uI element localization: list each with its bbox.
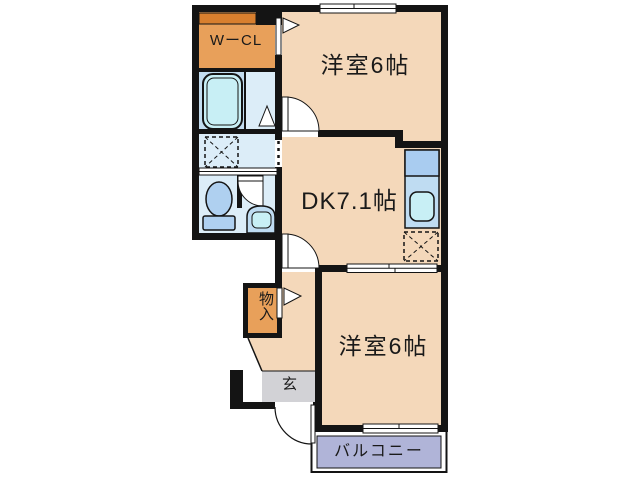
walk-in-closet-details xyxy=(198,5,301,56)
entrance-genkan-floor xyxy=(262,371,317,402)
washroom-door-leaf xyxy=(237,175,264,182)
bedroom-bottom-label: 洋室6帖 xyxy=(338,333,429,359)
washing-machine-space-icon xyxy=(204,136,239,168)
wall-porch-side xyxy=(230,370,243,407)
wall-left xyxy=(192,5,199,240)
kitchen-sink xyxy=(409,191,435,222)
bedroom-top-door-swing xyxy=(284,96,320,132)
storage-door-opening xyxy=(276,287,283,319)
dining-kitchen-label: DK7.1帖 xyxy=(301,188,398,215)
dk-door-swing xyxy=(284,233,320,269)
laundry-folding-opening xyxy=(275,140,282,167)
refrigerator-cross-2 xyxy=(403,231,439,262)
bedroom-top-door-leaf xyxy=(281,96,289,132)
hallway-floor xyxy=(282,272,315,371)
wall-bedroombottom-left xyxy=(315,265,322,432)
kitchen-cooktop xyxy=(404,149,440,177)
wall-dk-bottom-left xyxy=(318,265,347,272)
hallway-corner-edge xyxy=(247,337,263,372)
wall-storage-right-stub2 xyxy=(277,317,282,338)
bathtub-inner-line xyxy=(206,77,239,126)
toilet-tank xyxy=(202,215,236,231)
windows xyxy=(319,3,439,434)
wall-bedroombottom-bottom1 xyxy=(315,425,363,432)
entrance-label: 玄 xyxy=(281,376,297,393)
bedroom-top-label: 洋室6帖 xyxy=(320,52,411,78)
kitchen-fixtures xyxy=(403,149,440,262)
bedroom-bottom-floor xyxy=(322,272,441,425)
wall-mid-seg3 xyxy=(275,167,282,288)
washbasin-bowl xyxy=(251,211,272,229)
balcony-label: バルコニー xyxy=(334,443,424,460)
wall-storage-left xyxy=(243,283,248,338)
balcony-deck xyxy=(316,435,442,469)
wall-mid-seg2 xyxy=(275,55,282,140)
wall-storage-right-stub1 xyxy=(277,283,282,289)
wall-dk-bottom-right xyxy=(437,265,448,272)
storage-closet-floor xyxy=(248,288,277,333)
wall-frontdoor-stub xyxy=(313,402,322,409)
wall-wcl-bath xyxy=(199,68,275,72)
wall-kitchen-top xyxy=(395,141,448,148)
wcl-door-opening xyxy=(275,17,282,56)
kitchen-notch-floor xyxy=(398,130,441,138)
front-door-swing xyxy=(274,406,313,445)
doors xyxy=(274,96,320,445)
wall-bath-divider xyxy=(244,70,246,129)
wcl-door-marker-icon xyxy=(282,17,301,34)
balcony-area xyxy=(310,429,448,473)
storage-door-marker-icon xyxy=(283,287,303,306)
storage-label: 物入 xyxy=(257,291,274,321)
wall-bedroomtop-bottom xyxy=(318,130,398,137)
wall-bedroombottom-bottom2 xyxy=(438,425,448,432)
wall-right xyxy=(441,5,448,432)
toilet-bowl xyxy=(205,181,233,217)
washroom-fixtures xyxy=(202,175,276,234)
washing-machine-cross-2 xyxy=(204,136,239,168)
wall-storage-bottom xyxy=(243,333,282,338)
bathroom-fixtures xyxy=(202,73,276,130)
refrigerator-space-icon xyxy=(403,231,439,262)
dk-door-leaf xyxy=(281,233,289,269)
wall-toilet-divider xyxy=(237,175,242,208)
bathtub xyxy=(202,73,243,130)
laundry-details xyxy=(198,136,278,176)
bath-folding-door-icon xyxy=(258,104,276,127)
walk-in-closet-label: WーCL xyxy=(209,32,263,49)
wcl-shelf xyxy=(198,12,257,25)
front-door-leaf xyxy=(310,404,316,444)
wall-storage-top xyxy=(243,283,282,288)
wall-bath-laundry xyxy=(199,129,275,134)
hallway-corner-floor xyxy=(248,338,282,371)
wall-kitchen-step xyxy=(395,130,403,148)
wall-genkan-bottom xyxy=(230,402,275,409)
wall-leftblock-bottom xyxy=(192,233,282,240)
